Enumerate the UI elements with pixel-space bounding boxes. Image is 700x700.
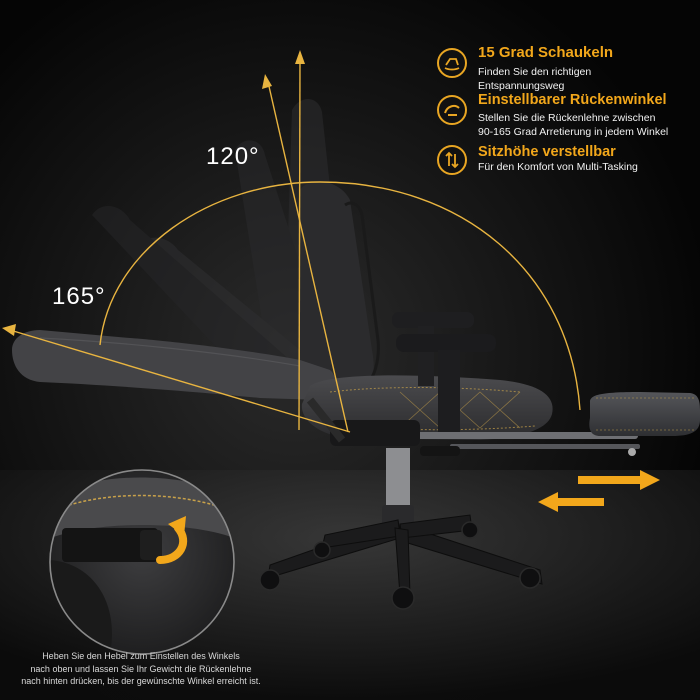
armrests (392, 312, 496, 436)
feature-rocking-title: 15 Grad Schaukeln (478, 44, 614, 61)
reclined-backrest (12, 330, 336, 400)
rocking-icon (437, 48, 467, 78)
angle-120-label: 120° (206, 143, 260, 170)
caption-line-1: Heben Sie den Hebel zum Einstellen des W… (42, 651, 240, 661)
gas-lift (386, 448, 410, 508)
feature-recline-desc-line1: Stellen Sie die Rückenlehne zwischen (478, 112, 656, 124)
caption-line-3: nach hinten drücken, bis der gewünschte … (21, 676, 261, 686)
angle-165-label: 165° (52, 283, 106, 310)
feature-rocking-desc-line1: Finden Sie den richtigen (478, 66, 592, 78)
feature-rocking: 15 Grad Schaukeln Finden Sie den richtig… (437, 44, 699, 92)
height-icon (437, 145, 467, 175)
footrest (380, 392, 700, 456)
footrest-slide-arrows (538, 470, 660, 512)
feature-height: Sitzhöhe verstellbar Für den Komfort von… (437, 144, 699, 178)
casters (259, 521, 541, 610)
lever-zoom-circle (49, 469, 235, 655)
lever-instruction-caption: Heben Sie den Hebel zum Einstellen des W… (0, 650, 282, 688)
feature-height-desc-line1: Für den Komfort von Multi-Tasking (478, 161, 638, 173)
feature-height-title: Sitzhöhe verstellbar (478, 144, 616, 160)
arrowheads (2, 50, 305, 336)
feature-rocking-desc-line2: Entspannungsweg (478, 80, 565, 92)
feature-recline-desc-line2: 90-165 Grad Arretierung in jedem Winkel (478, 126, 669, 138)
feature-recline-title: Einstellbarer Rückenwinkel (478, 92, 667, 108)
tilt-mechanism (306, 397, 460, 456)
caption-line-2: nach oben und lassen Sie Ihr Gewicht die… (30, 663, 252, 674)
angle-guides (9, 57, 581, 433)
feature-recline: Einstellbarer Rückenwinkel Stellen Sie d… (437, 92, 699, 140)
recline-icon (437, 95, 467, 125)
chair-base (267, 514, 543, 596)
